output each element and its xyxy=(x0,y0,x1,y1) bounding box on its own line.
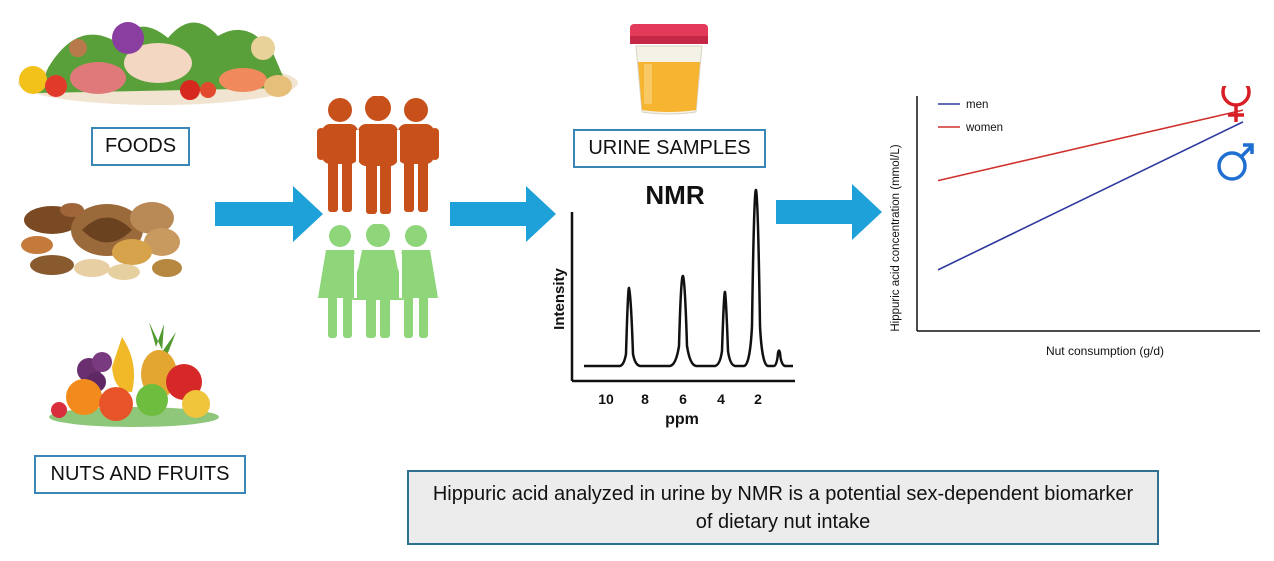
nuts-icon xyxy=(21,202,182,280)
men-group-icon xyxy=(317,96,439,214)
legend-label-men: men xyxy=(966,99,988,111)
urine-samples-label: URINE SAMPLES xyxy=(573,129,766,168)
women-group-icon xyxy=(318,224,438,338)
conclusion-box: Hippuric acid analyzed in urine by NMR i… xyxy=(407,470,1159,545)
nmr-ylabel: Intensity xyxy=(551,268,568,330)
arrow-icon xyxy=(776,184,882,240)
series-line-women xyxy=(937,109,1244,182)
nmr-tick: 8 xyxy=(641,391,649,407)
hippuric-chart: Hippuric acid concentration (mmol/L) Nut… xyxy=(890,86,1260,358)
arrow-icon xyxy=(450,186,556,242)
series-line-men xyxy=(937,121,1244,271)
urine-cup-icon xyxy=(630,24,708,115)
nmr-tick: 2 xyxy=(754,391,762,407)
fruits-icon xyxy=(49,322,219,427)
male-symbol-icon xyxy=(1217,143,1254,181)
chart-xlabel: Nut consumption (g/d) xyxy=(1046,344,1164,358)
nmr-tick: 6 xyxy=(679,391,687,407)
foods-label: FOODS xyxy=(91,127,190,166)
female-symbol-icon xyxy=(1221,86,1251,122)
chart-ylabel: Hippuric acid concentration (mmol/L) xyxy=(890,144,902,331)
nmr-title: NMR xyxy=(645,180,704,210)
legend-label-women: women xyxy=(965,122,1003,134)
nmr-xlabel: ppm xyxy=(665,411,699,428)
nuts-fruits-label: NUTS AND FRUITS xyxy=(34,455,246,494)
nmr-spectrum: NMR Intensity 10 8 6 4 2 ppm xyxy=(551,180,795,428)
arrow-icon xyxy=(215,186,323,242)
nmr-tick: 10 xyxy=(598,391,614,407)
nmr-tick: 4 xyxy=(717,391,725,407)
vegetables-icon xyxy=(18,22,298,105)
